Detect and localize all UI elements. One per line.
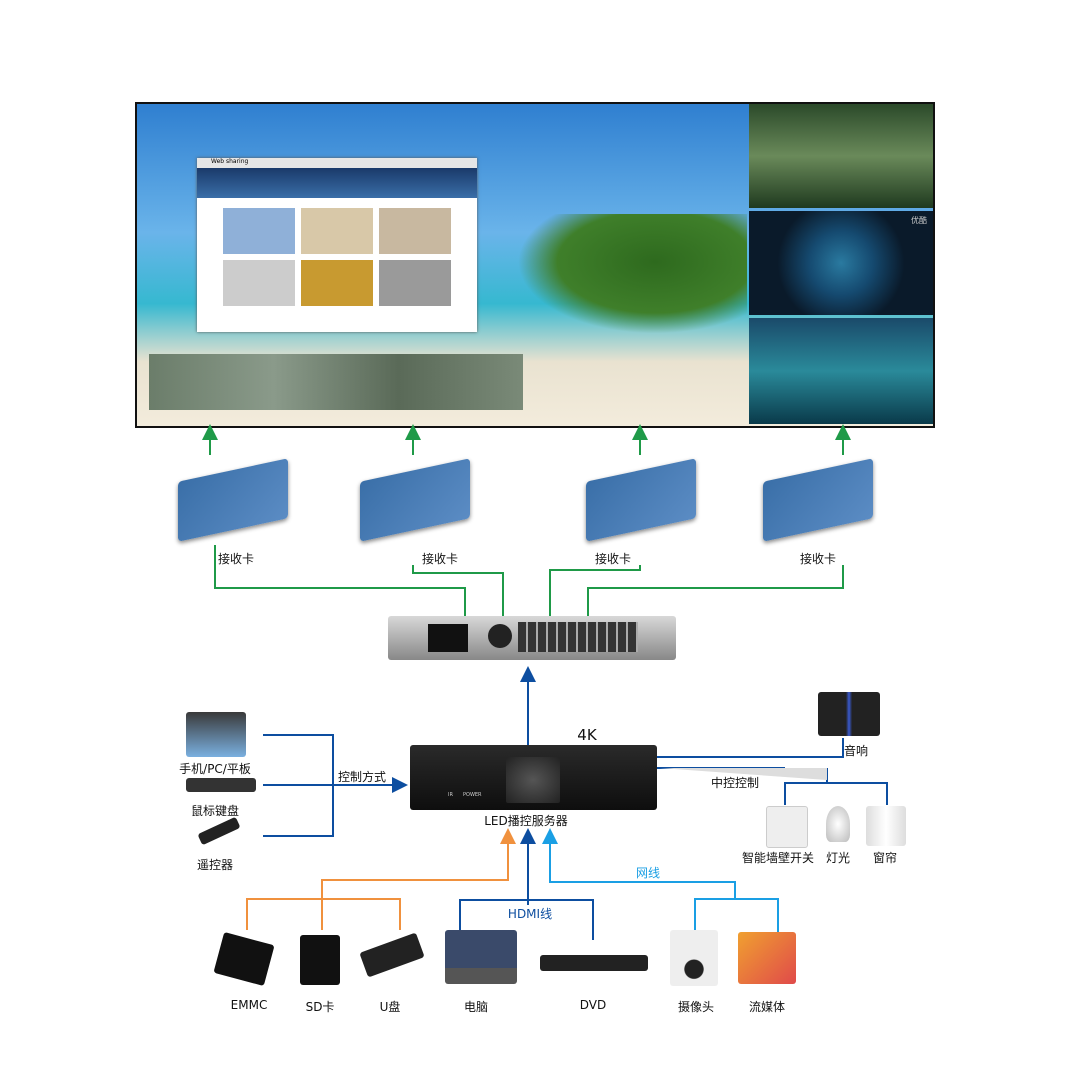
- traffic-videos: [149, 354, 523, 410]
- keyboard-icon: [186, 778, 256, 792]
- sd-card-icon: [300, 935, 340, 985]
- network-cable-label: 网线: [635, 866, 661, 880]
- receiver-label: 接收卡: [217, 552, 255, 566]
- source-label: EMMC: [230, 998, 268, 1012]
- earth-video: 优酷: [749, 211, 933, 315]
- source-label: DVD: [579, 998, 607, 1012]
- streaming-media-icon: [738, 932, 796, 984]
- receiver-label: 接收卡: [594, 552, 632, 566]
- browser-title: Web sharing: [197, 158, 477, 168]
- video-logo: 优酷: [911, 216, 927, 225]
- device-label: 灯光: [825, 851, 851, 865]
- speaker-label: 音响: [843, 744, 869, 758]
- palm-trees: [517, 214, 747, 334]
- device-label: 智能墙壁开关: [741, 851, 815, 865]
- browser-window: Web sharing: [197, 158, 477, 332]
- curtain-icon: [866, 806, 906, 846]
- ir-label: IR: [448, 792, 453, 798]
- dvd-player-icon: [540, 955, 648, 971]
- source-label: U盘: [379, 1000, 401, 1014]
- led-screen: Web sharing 优酷: [135, 102, 935, 428]
- receiver-label: 接收卡: [421, 552, 459, 566]
- source-label: 电脑: [463, 1000, 489, 1014]
- source-label: SD卡: [305, 1000, 335, 1014]
- central-control-label: 中控控制: [710, 776, 760, 790]
- led-server: IR POWER: [410, 745, 657, 810]
- video-processor: [388, 616, 676, 660]
- input-label: 手机/PC/平板: [179, 762, 251, 776]
- source-label: 流媒体: [748, 1000, 786, 1014]
- control-method-label: 控制方式: [337, 770, 387, 784]
- laptop-icon: [445, 930, 517, 984]
- wall-switch-icon: [766, 806, 808, 848]
- input-label: 鼠标键盘: [190, 804, 240, 818]
- speaker-icon: [818, 692, 880, 736]
- light-bulb-icon: [826, 806, 850, 842]
- resolution-label: 4K: [577, 726, 597, 744]
- fantasy-video: [749, 318, 933, 424]
- forest-video: [749, 104, 933, 208]
- server-label: LED播控服务器: [484, 814, 568, 828]
- power-label: POWER: [463, 792, 482, 798]
- hdmi-cable-label: HDMI线: [507, 907, 553, 921]
- server-display: [506, 757, 560, 803]
- input-label: 遥控器: [196, 858, 234, 872]
- camera-icon: [670, 930, 718, 986]
- receiver-label: 接收卡: [799, 552, 837, 566]
- phone-pc-tablet-icon: [186, 712, 246, 757]
- source-label: 摄像头: [677, 1000, 715, 1014]
- device-label: 窗帘: [872, 851, 898, 865]
